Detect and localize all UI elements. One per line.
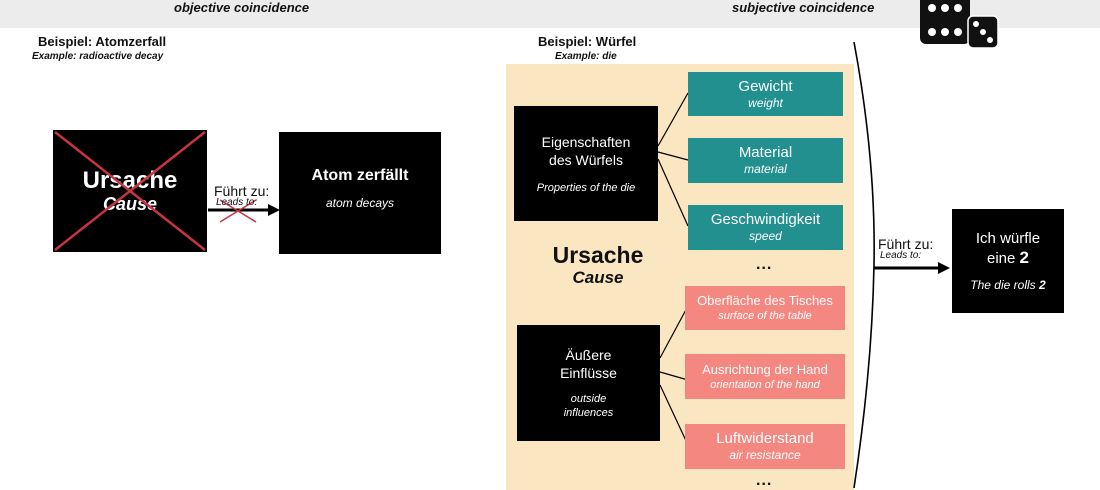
- right-arrow: [874, 262, 950, 274]
- property-item-de: Geschwindigkeit: [710, 211, 821, 228]
- connector-lines: [657, 92, 689, 446]
- effect-de-text: Atom zerfällt: [311, 167, 409, 184]
- result-box: Ich würfle eine 2 The die rolls 2: [952, 209, 1064, 313]
- external-item-en: orientation of the hand: [710, 378, 820, 391]
- property-item-de: Gewicht: [738, 77, 793, 95]
- properties-de-text: Eigenschaften des Würfels: [541, 133, 631, 168]
- cause-de-label: Ursache: [552, 242, 644, 268]
- properties-box: Eigenschaften des Würfels Properties of …: [514, 106, 658, 221]
- left-example-title: Beispiel: Atomzerfall: [38, 34, 167, 49]
- result-de-prefix: Ich würfle eine: [975, 230, 1041, 267]
- properties-en-text: Properties of the die: [536, 181, 636, 194]
- external-item-air: Luftwiderstand air resistance: [685, 424, 845, 469]
- left-leads-de: Führt zu:: [214, 183, 270, 199]
- result-en-text: The die rolls 2: [970, 278, 1045, 293]
- external-item-de: Ausrichtung der Hand: [702, 361, 828, 377]
- ellipsis-external: ...: [756, 472, 773, 489]
- external-de-text: Äußere Einflüsse: [560, 347, 617, 381]
- property-item-material: Material material: [688, 138, 843, 183]
- cross-out-mark: [54, 131, 206, 251]
- header-band: [0, 0, 1100, 28]
- result-de-text: Ich würfle eine 2: [963, 229, 1053, 268]
- external-item-en: surface of the table: [718, 310, 812, 322]
- result-en-prefix: The die rolls: [970, 278, 1039, 292]
- left-arrow: [208, 199, 280, 223]
- cause-en-text: Cause: [102, 194, 158, 214]
- property-item-speed: Geschwindigkeit speed: [688, 205, 843, 250]
- external-item-de: Luftwiderstand: [716, 430, 814, 447]
- effect-box-atom: Atom zerfällt atom decays: [279, 132, 441, 254]
- property-item-de: Material: [738, 144, 793, 161]
- cause-label: Ursache Cause: [548, 242, 648, 288]
- property-item-en: speed: [749, 229, 782, 243]
- objective-coincidence-label: objective coincidence: [174, 0, 310, 15]
- right-example-subtitle: Example: die: [555, 51, 617, 62]
- right-leads-de: Führt zu:: [878, 236, 934, 252]
- left-leads-en: Leads to:: [216, 197, 258, 208]
- external-item-surface: Oberfläche des Tisches surface of the ta…: [685, 286, 845, 330]
- property-item-en: material: [744, 162, 787, 176]
- external-item-de: Oberfläche des Tisches: [697, 293, 833, 308]
- external-influences-box: Äußere Einflüsse outside influences: [517, 325, 660, 441]
- result-de-number: 2: [1019, 248, 1029, 267]
- subjective-coincidence-label: subjective coincidence: [732, 0, 875, 15]
- property-item-en: weight: [748, 95, 783, 110]
- dice-icon: [920, 0, 999, 49]
- effect-en-text: atom decays: [325, 196, 395, 210]
- bracket-curve: [853, 41, 875, 489]
- ellipsis-properties: ...: [756, 256, 773, 273]
- external-item-hand: Ausrichtung der Hand orientation of the …: [685, 354, 845, 399]
- property-item-weight: Gewicht weight: [688, 72, 843, 116]
- cause-de-text: Ursache: [82, 167, 178, 194]
- cause-en-label: Cause: [572, 268, 624, 287]
- right-example-title: Beispiel: Würfel: [538, 34, 637, 49]
- left-example-subtitle: Example: radioactive decay: [32, 51, 164, 62]
- result-en-number: 2: [1039, 278, 1046, 292]
- external-en-text: outside influences: [563, 393, 614, 419]
- right-leads-en: Leads to:: [880, 250, 922, 261]
- external-item-en: air resistance: [729, 448, 801, 462]
